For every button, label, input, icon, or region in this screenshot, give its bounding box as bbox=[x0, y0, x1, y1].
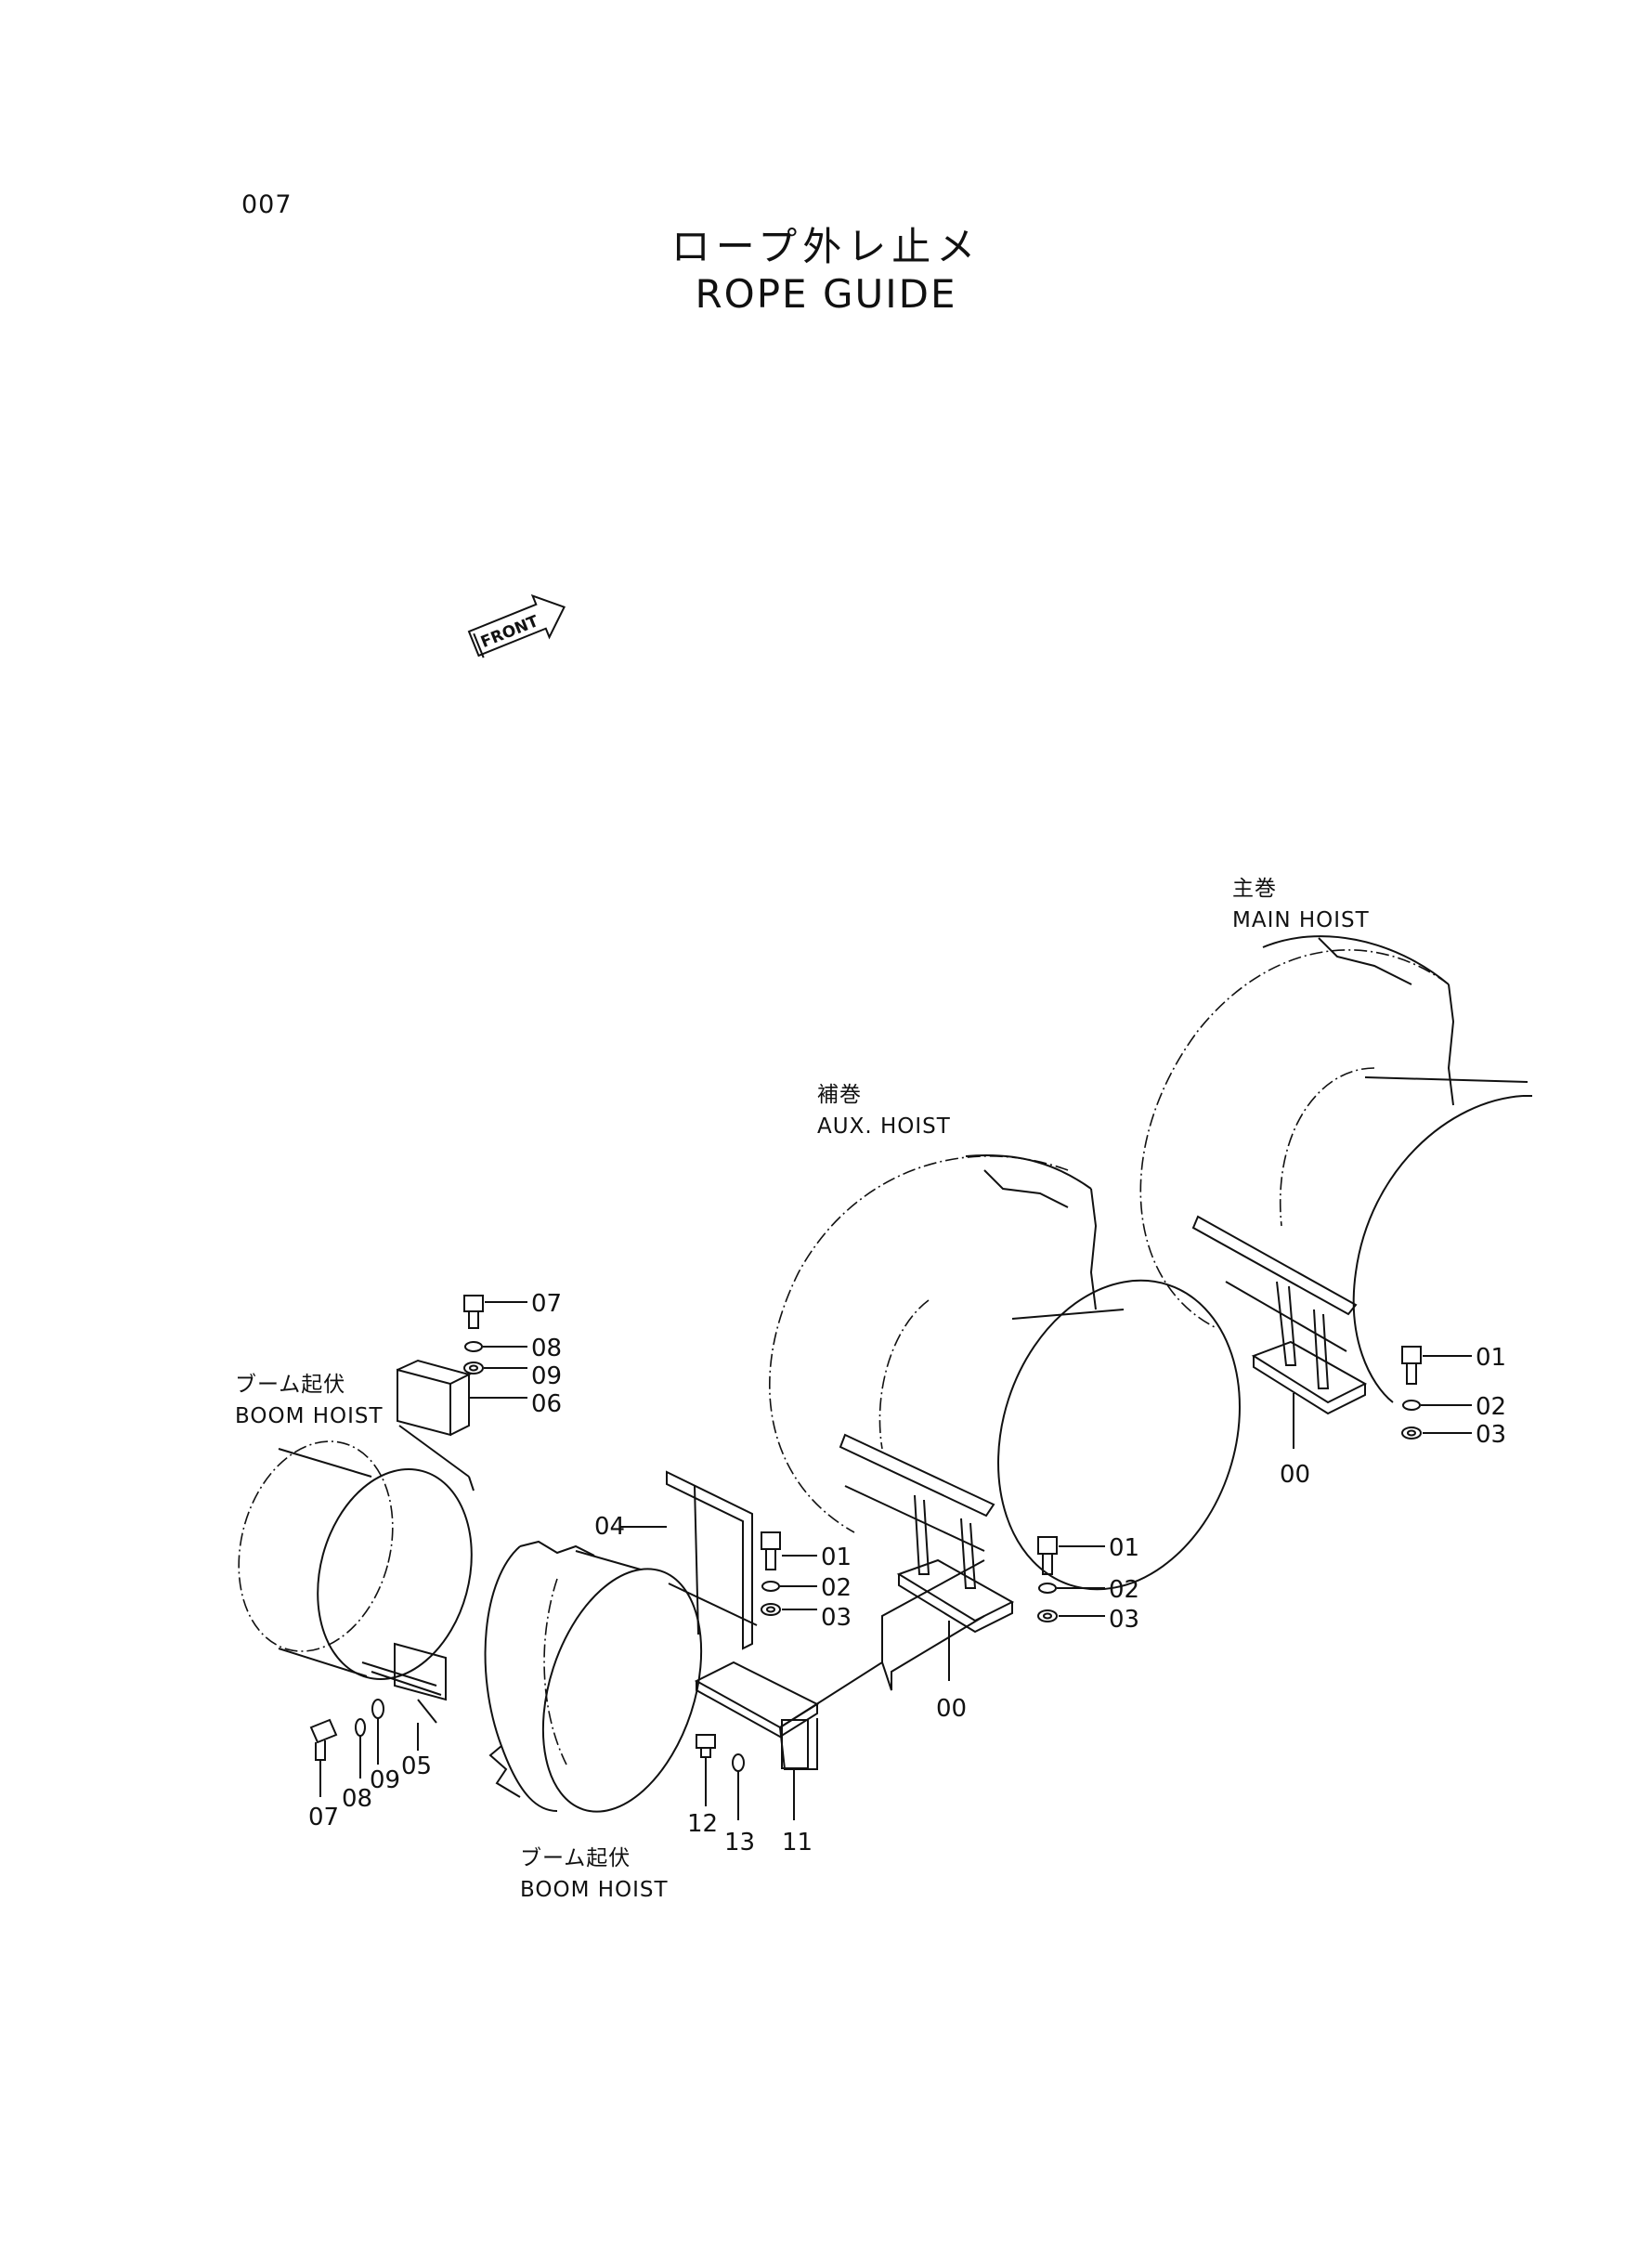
fastener-bolt-icon bbox=[1401, 1346, 1422, 1440]
callout-08-lower: 08 bbox=[342, 1785, 372, 1813]
callout-00-main: 00 bbox=[1280, 1461, 1310, 1489]
callout-03-mid: 03 bbox=[821, 1604, 852, 1632]
boom-hoist-upper-label-en: BOOM HOIST bbox=[235, 1404, 384, 1428]
fastener-bolt-icon bbox=[761, 1531, 781, 1616]
callout-08-upper: 08 bbox=[531, 1335, 562, 1362]
title-japanese: ロープ外レ止メ bbox=[670, 224, 982, 269]
callout-03-aux: 03 bbox=[1109, 1606, 1139, 1634]
main-hoist-label-en: MAIN HOIST bbox=[1232, 908, 1370, 932]
fastener-bolt-icon bbox=[1037, 1536, 1058, 1622]
front-marker-text: FRONT bbox=[478, 612, 541, 652]
boom-hoist-lower-label-ja: ブーム起伏 bbox=[520, 1846, 631, 1870]
callout-09-lower: 09 bbox=[370, 1766, 400, 1794]
boom-hoist-upper-drum bbox=[238, 1440, 473, 1680]
boom-hoist-lower-label-en: BOOM HOIST bbox=[520, 1878, 669, 1902]
callout-02-aux: 02 bbox=[1109, 1576, 1139, 1604]
callout-02-main: 02 bbox=[1476, 1393, 1506, 1421]
fastener-bolt-icon bbox=[309, 1699, 384, 1761]
callout-01-main: 01 bbox=[1476, 1344, 1506, 1372]
boom-hoist-upper-label-ja: ブーム起伏 bbox=[235, 1373, 346, 1397]
mid-rope-guide-plate bbox=[666, 1470, 985, 1770]
title-english: ROPE GUIDE bbox=[695, 271, 957, 317]
callout-01-aux: 01 bbox=[1109, 1534, 1139, 1562]
fastener-bolt-icon bbox=[696, 1734, 745, 1772]
leader-lines bbox=[319, 1301, 1472, 1820]
callout-01-mid: 01 bbox=[821, 1544, 852, 1571]
callout-04-mid: 04 bbox=[594, 1513, 625, 1541]
boom-hoist-lower-drum bbox=[484, 1540, 703, 1813]
main-hoist-label-ja: 主巻 bbox=[1232, 877, 1277, 901]
callout-12-mid: 12 bbox=[687, 1810, 718, 1838]
front-arrow-icon: FRONT bbox=[467, 593, 566, 658]
callout-05-lower: 05 bbox=[401, 1752, 432, 1780]
boom-lower-guide-bracket bbox=[361, 1642, 447, 1724]
callout-03-main: 03 bbox=[1476, 1421, 1506, 1449]
callout-02-mid: 02 bbox=[821, 1574, 852, 1602]
aux-rope-guide-bracket bbox=[839, 1433, 1015, 1634]
main-hoist-drum bbox=[1139, 935, 1532, 1403]
fastener-bolt-icon bbox=[463, 1295, 484, 1375]
callout-09-upper: 09 bbox=[531, 1362, 562, 1390]
aux-hoist-drum bbox=[769, 1154, 1241, 1591]
callout-06-upper: 06 bbox=[531, 1390, 562, 1418]
callout-11-mid: 11 bbox=[782, 1829, 813, 1857]
part-callouts: 07 08 09 06 04 01 02 03 01 02 03 00 01 0… bbox=[308, 1290, 1506, 1857]
aux-hoist-label-en: AUX. HOIST bbox=[817, 1114, 951, 1139]
page-number: 007 bbox=[241, 190, 293, 219]
main-rope-guide-bracket bbox=[1191, 1215, 1368, 1415]
callout-13-mid: 13 bbox=[724, 1829, 755, 1857]
callout-07-lower: 07 bbox=[308, 1804, 339, 1831]
boom-upper-guide-bracket bbox=[397, 1359, 475, 1492]
callout-07-upper: 07 bbox=[531, 1290, 562, 1318]
callout-00-aux: 00 bbox=[936, 1695, 967, 1723]
aux-hoist-label-ja: 補巻 bbox=[817, 1083, 862, 1107]
